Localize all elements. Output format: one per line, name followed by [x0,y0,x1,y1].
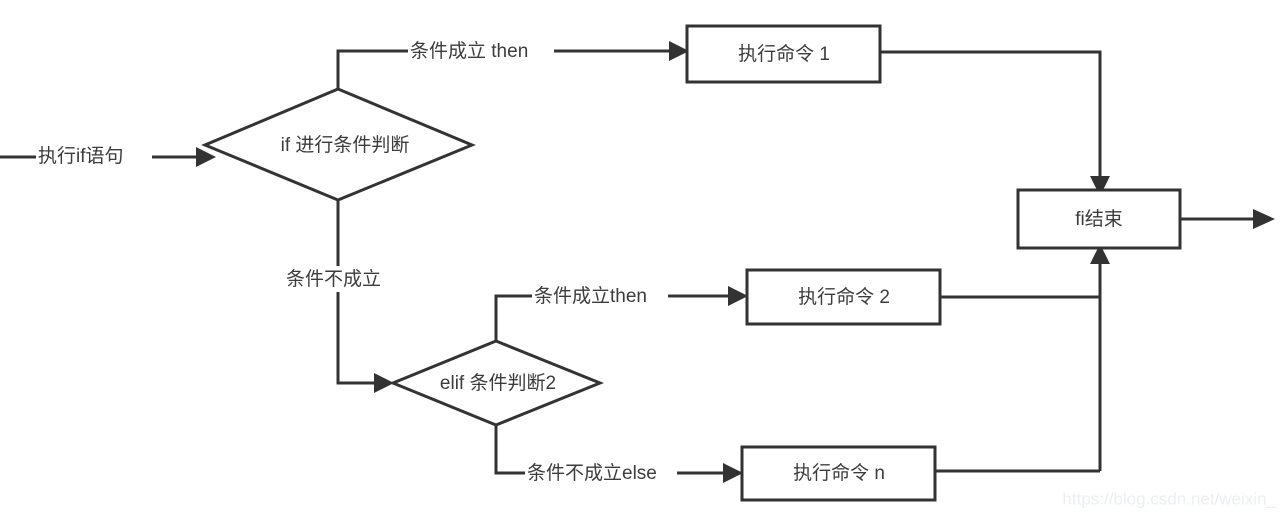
edge-cmd1-to-end [880,50,1102,178]
elif-true-label-bg [532,283,668,309]
decision-elif-label: elif 条件判断2 [440,372,556,394]
arrowhead-riser-to-end [1090,244,1110,264]
if-true-label-bg [408,38,554,64]
edge-label-if-false: 条件不成立 [286,268,381,290]
edge-label-elif-false: 条件不成立else [527,462,657,484]
arrowhead-if-false [374,373,394,393]
arrowhead-end-exit [1253,209,1275,229]
process-command-2-label: 执行命令 2 [798,286,890,308]
process-command-2-shape[interactable] [745,268,942,326]
edge-label-elif-true: 条件成立then [534,285,647,307]
start-label: 执行if语句 [38,145,124,167]
edge-label-if-true: 条件成立 then [410,40,528,62]
process-command-n-shape[interactable] [740,445,937,502]
csdn-watermark: https://blog.csdn.net/weixin_ [1062,489,1276,508]
arrowhead-elif-false [723,463,743,483]
arrowhead-elif-true [728,286,748,306]
decision-elif-shape[interactable] [389,339,605,427]
terminator-end-label: fi结束 [1075,208,1123,230]
if-false-label-bg [284,266,396,292]
terminator-end-shape[interactable] [1016,188,1182,250]
process-command-n-label: 执行命令 n [793,462,885,484]
edge-if-true [336,49,671,89]
arrowhead-cmd1-to-end [1090,176,1110,196]
process-command-1-shape[interactable] [685,24,882,84]
decision-if-shape[interactable] [201,87,476,202]
edge-if-false [336,200,376,385]
start-label-bg [36,144,152,170]
arrowhead-if-true [669,41,689,61]
elif-false-label-bg [525,460,677,486]
arrowhead-start-to-if [196,147,216,167]
decision-if-label: if 进行条件判断 [281,134,410,156]
process-command-1-label: 执行命令 1 [738,43,830,65]
